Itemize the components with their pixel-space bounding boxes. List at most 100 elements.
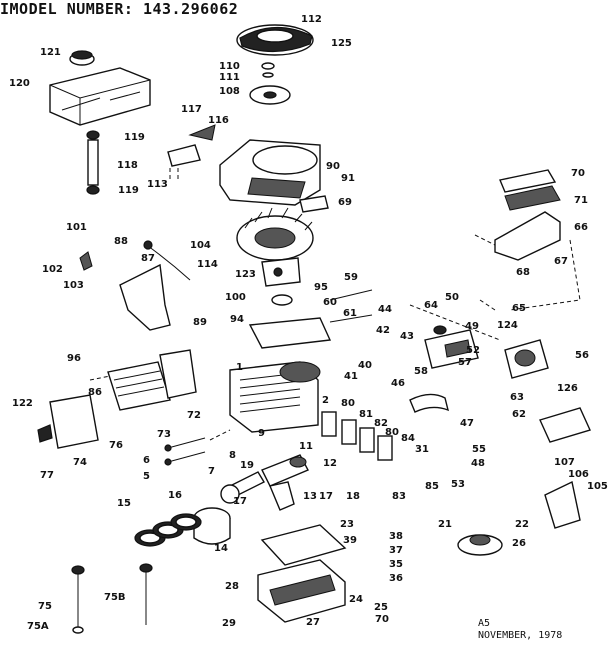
model-header: IMODEL NUMBER: 143.296062 — [0, 0, 238, 18]
callout-113: 113 — [147, 179, 168, 190]
callout-87: 87 — [141, 253, 155, 264]
washer-part — [262, 72, 274, 78]
callout-119: 119 — [124, 132, 145, 143]
callout-119: 119 — [118, 185, 139, 196]
callout-41: 41 — [344, 371, 358, 382]
callout-69: 69 — [338, 197, 352, 208]
callout-101: 101 — [66, 222, 87, 233]
muffler-deflector-part — [37, 424, 53, 443]
engine-sump-part — [257, 559, 346, 623]
callout-82: 82 — [374, 418, 388, 429]
callout-96: 96 — [67, 353, 81, 364]
cylinder-cover-part — [248, 317, 332, 349]
callout-43: 43 — [400, 331, 414, 342]
callout-62: 62 — [512, 409, 526, 420]
model-label: IMODEL NUMBER: — [0, 0, 134, 18]
callout-44: 44 — [378, 304, 392, 315]
air-filter-assembly-part — [494, 169, 561, 261]
callout-15: 15 — [117, 498, 131, 509]
muffler-part — [49, 394, 99, 449]
dipstick-part — [71, 565, 85, 634]
callout-7: 7 — [208, 466, 215, 477]
callout-84: 84 — [401, 433, 415, 444]
connecting-rod-part — [220, 471, 265, 504]
callout-73: 73 — [157, 429, 171, 440]
callout-100: 100 — [225, 292, 246, 303]
ignition-module-part — [261, 257, 301, 287]
callout-86: 86 — [88, 387, 102, 398]
cylinder-head-part — [107, 361, 171, 411]
breather-elbow-part — [544, 480, 581, 529]
air-vane-part — [299, 195, 329, 213]
callout-66: 66 — [574, 222, 588, 233]
callout-81: 81 — [359, 409, 373, 420]
callout-106: 106 — [568, 469, 589, 480]
callout-126: 126 — [557, 383, 578, 394]
callout-124: 124 — [497, 320, 518, 331]
callout-60: 60 — [323, 297, 337, 308]
crankshaft-part — [261, 454, 309, 511]
carburetor-part — [424, 325, 479, 369]
callout-39: 39 — [343, 535, 357, 546]
callout-36: 36 — [389, 573, 403, 584]
callout-105: 105 — [587, 481, 608, 492]
callout-52: 52 — [466, 345, 480, 356]
callout-118: 118 — [117, 160, 138, 171]
callout-8: 8 — [229, 450, 236, 461]
callout-18: 18 — [346, 491, 360, 502]
carburetor-124-part — [504, 339, 549, 379]
callout-22: 22 — [515, 519, 529, 530]
head-gasket-part — [159, 349, 197, 399]
callout-75B: 75B — [104, 592, 126, 603]
callout-19: 19 — [240, 460, 254, 471]
callout-114: 114 — [197, 259, 218, 270]
callout-63: 63 — [510, 392, 524, 403]
callout-56: 56 — [575, 350, 589, 361]
callout-107: 107 — [554, 457, 575, 468]
washer-part — [261, 62, 275, 70]
callout-50: 50 — [445, 292, 459, 303]
callout-11: 11 — [299, 441, 313, 452]
callout-23: 23 — [340, 519, 354, 530]
flywheel-part — [236, 207, 314, 261]
gasket-part — [359, 427, 375, 453]
starter-pulley-part — [249, 85, 291, 105]
callout-90: 90 — [326, 161, 340, 172]
callout-31: 31 — [415, 444, 429, 455]
engine-block-part — [229, 361, 321, 433]
callout-111: 111 — [219, 72, 240, 83]
callout-125: 125 — [331, 38, 352, 49]
oil-fill-tube-part — [139, 563, 153, 625]
callout-110: 110 — [219, 61, 240, 72]
callout-59: 59 — [344, 272, 358, 283]
callout-70: 70 — [375, 614, 389, 625]
spark-plug-wire-part — [147, 245, 191, 281]
sump-gasket-part — [260, 524, 347, 566]
governor-link-part — [329, 289, 373, 323]
callout-71: 71 — [574, 195, 588, 206]
callout-47: 47 — [460, 418, 474, 429]
gasket-part — [167, 144, 201, 167]
bracket-part — [188, 124, 216, 141]
callout-5: 5 — [143, 471, 150, 482]
callout-85: 85 — [425, 481, 439, 492]
callout-29: 29 — [222, 618, 236, 629]
callout-21: 21 — [438, 519, 452, 530]
footer-date: NOVEMBER, 1978 — [478, 630, 563, 641]
callout-24: 24 — [349, 594, 363, 605]
intake-tube-part — [409, 393, 450, 413]
governor-part — [457, 534, 503, 556]
callout-16: 16 — [168, 490, 182, 501]
control-bracket-part — [119, 263, 171, 331]
callout-38: 38 — [389, 531, 403, 542]
callout-80: 80 — [341, 398, 355, 409]
callout-123: 123 — [235, 269, 256, 280]
callout-89: 89 — [193, 317, 207, 328]
callout-53: 53 — [451, 479, 465, 490]
callout-37: 37 — [389, 545, 403, 556]
callout-116: 116 — [208, 115, 229, 126]
callout-17: 17 — [233, 496, 247, 507]
callout-27: 27 — [306, 617, 320, 628]
